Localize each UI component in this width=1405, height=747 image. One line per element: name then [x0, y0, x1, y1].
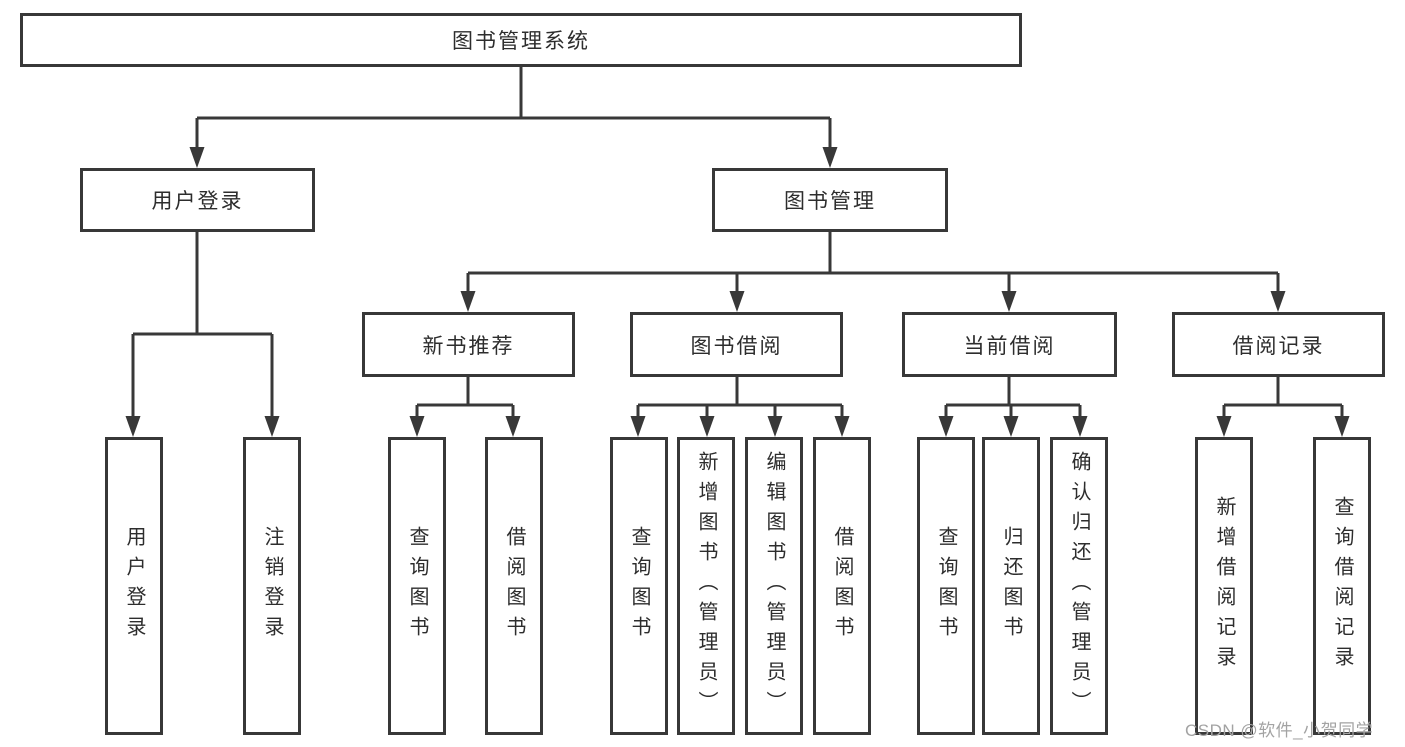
- node-label: 图书管理: [784, 190, 876, 213]
- node-label: 新增借阅记录: [1213, 496, 1235, 676]
- arrow-down-icon: [767, 416, 783, 437]
- watermark: CSDN @软件_小贺同学: [1185, 721, 1374, 740]
- leaf-borrow-books-recommend: 借阅图书: [485, 437, 543, 735]
- node-label: 借阅图书: [831, 526, 853, 646]
- leaf-add-borrow-record: 新增借阅记录: [1195, 437, 1253, 735]
- node-label: 查询图书: [406, 526, 428, 646]
- leaf-query-borrow-record: 查询借阅记录: [1313, 437, 1371, 735]
- node-book-management: 图书管理: [712, 168, 948, 232]
- leaf-borrow-books: 借阅图书: [813, 437, 871, 735]
- connector-user-login-children: [125, 232, 280, 437]
- arrow-down-icon: [1216, 416, 1232, 437]
- node-label: 编辑图书（管理员）: [763, 451, 785, 721]
- leaf-query-books-current: 查询图书: [917, 437, 975, 735]
- arrow-down-icon: [1003, 416, 1019, 437]
- node-current-borrowing: 当前借阅: [902, 312, 1117, 377]
- node-label: 借阅图书: [503, 526, 525, 646]
- node-new-book-recommend: 新书推荐: [362, 312, 575, 377]
- leaf-logout: 注销登录: [243, 437, 301, 735]
- node-label: 新增图书（管理员）: [695, 451, 717, 721]
- node-root-system: 图书管理系统: [20, 13, 1022, 67]
- connector-current-borrow-children: [938, 377, 1088, 437]
- node-label: 确认归还（管理员）: [1068, 451, 1090, 721]
- arrow-down-icon: [125, 416, 141, 437]
- connector-borrow-records-children: [1216, 377, 1350, 437]
- arrow-down-icon: [630, 416, 646, 437]
- arrow-down-icon: [460, 291, 476, 312]
- connector-book-borrow-children: [630, 377, 850, 437]
- arrow-down-icon: [729, 291, 745, 312]
- arrow-down-icon: [1334, 416, 1350, 437]
- node-label: 查询图书: [935, 526, 957, 646]
- node-user-login: 用户登录: [80, 168, 315, 232]
- node-label: 用户登录: [123, 526, 145, 646]
- node-label: 当前借阅: [963, 334, 1056, 358]
- leaf-user-login: 用户登录: [105, 437, 163, 735]
- arrow-down-icon: [264, 416, 280, 437]
- leaf-query-books-recommend: 查询图书: [388, 437, 446, 735]
- node-label: 注销登录: [261, 526, 283, 646]
- arrow-down-icon: [699, 416, 715, 437]
- node-borrow-records: 借阅记录: [1172, 312, 1385, 377]
- node-book-borrowing: 图书借阅: [630, 312, 843, 377]
- node-label: 新书推荐: [422, 334, 515, 358]
- node-label: 图书借阅: [690, 334, 783, 358]
- leaf-edit-books-admin: 编辑图书（管理员）: [745, 437, 803, 735]
- arrow-down-icon: [505, 416, 521, 437]
- connector-root-to-level2: [189, 67, 838, 168]
- node-label: 归还图书: [1000, 526, 1022, 646]
- connector-book-mgmt-to-level3: [460, 232, 1286, 312]
- leaf-return-books: 归还图书: [982, 437, 1040, 735]
- arrow-down-icon: [822, 147, 838, 168]
- node-label: 借阅记录: [1232, 334, 1325, 358]
- arrow-down-icon: [1001, 291, 1017, 312]
- arrow-down-icon: [938, 416, 954, 437]
- node-label: 用户登录: [151, 190, 244, 213]
- connector-new-books-children: [409, 377, 521, 437]
- node-label: 图书管理系统: [452, 30, 590, 53]
- leaf-confirm-return-admin: 确认归还（管理员）: [1050, 437, 1108, 735]
- arrow-down-icon: [1270, 291, 1286, 312]
- arrow-down-icon: [189, 147, 205, 168]
- arrow-down-icon: [834, 416, 850, 437]
- leaf-add-books-admin: 新增图书（管理员）: [677, 437, 735, 735]
- node-label: 查询图书: [628, 526, 650, 646]
- arrow-down-icon: [1072, 416, 1088, 437]
- arrow-down-icon: [409, 416, 425, 437]
- node-label: 查询借阅记录: [1331, 496, 1353, 676]
- leaf-query-books-borrowing: 查询图书: [610, 437, 668, 735]
